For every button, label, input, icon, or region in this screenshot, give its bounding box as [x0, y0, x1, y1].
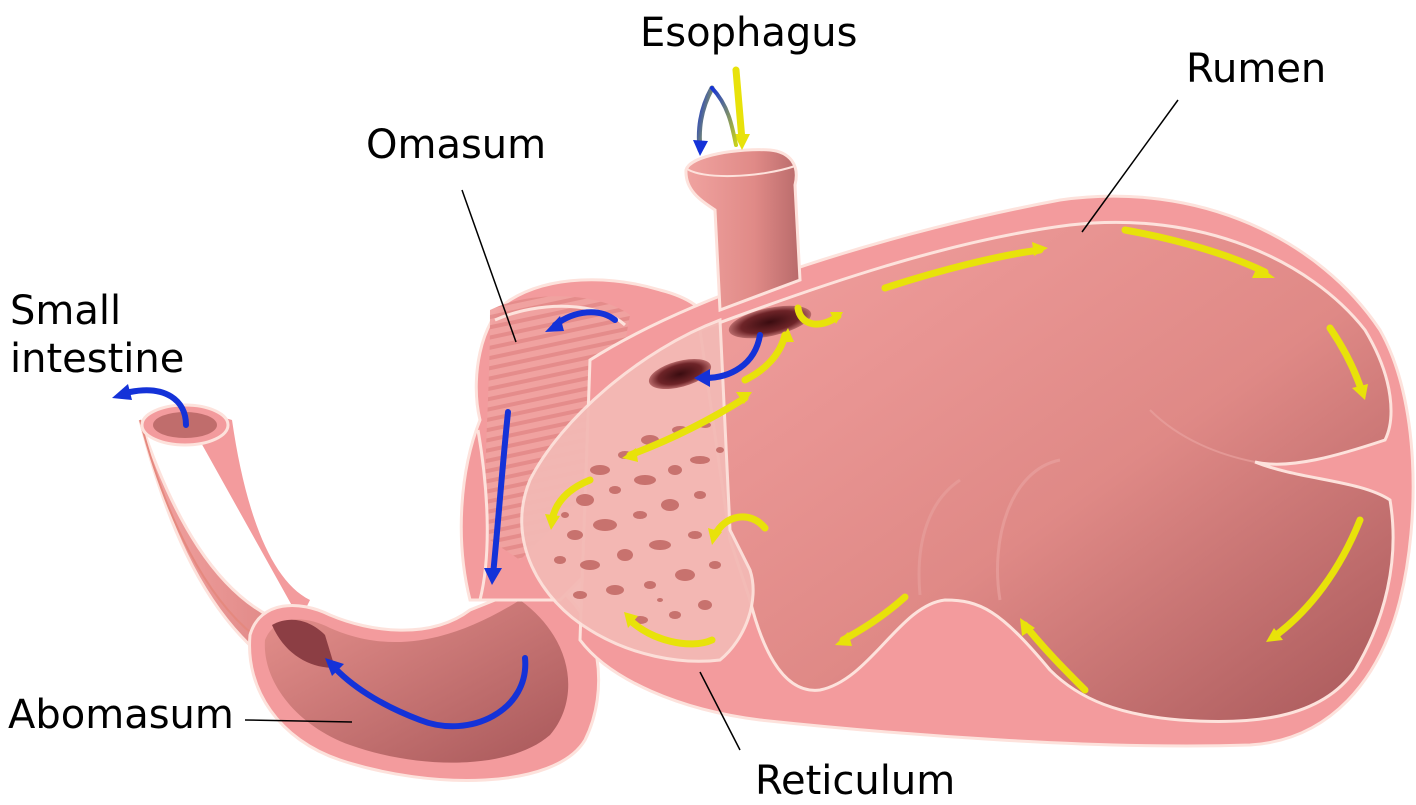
small-intestine-label-line1: Small [10, 288, 121, 334]
omasum-leader-line [462, 190, 516, 342]
omasum-label: Omasum [366, 122, 546, 168]
esophagus-label: Esophagus [640, 10, 857, 56]
reticulum-label: Reticulum [755, 758, 955, 804]
regurgitation-arrowhead [693, 140, 708, 156]
esophagus [686, 150, 800, 310]
abomasum [250, 590, 599, 780]
esophagus-curve-arrow [712, 88, 736, 145]
abomasum-label: Abomasum [8, 692, 234, 738]
small-intestine-label-line2: intestine [10, 336, 184, 382]
rumen-label: Rumen [1186, 46, 1326, 92]
